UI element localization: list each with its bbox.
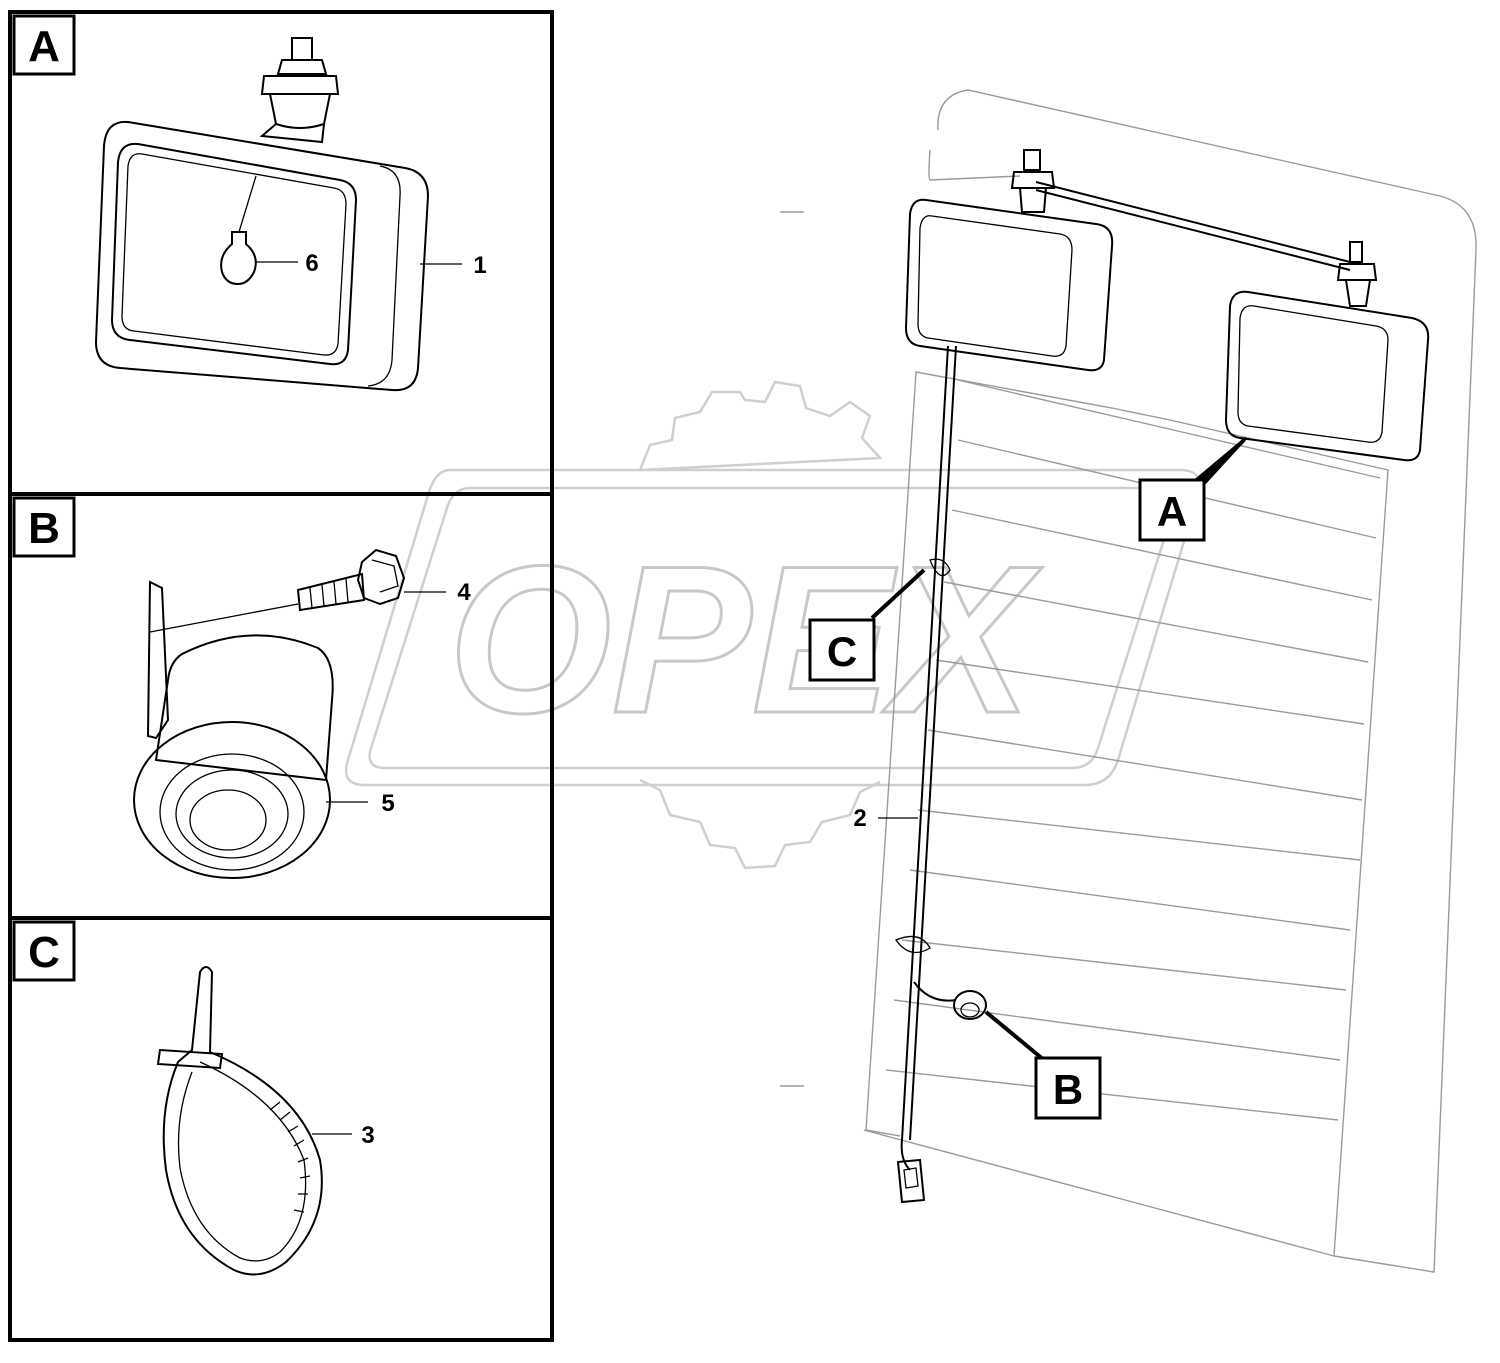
cab-beacon xyxy=(953,990,987,1020)
lamp-lens xyxy=(110,142,358,366)
panel-a: A xyxy=(8,10,554,496)
callout-a-box xyxy=(1138,478,1206,542)
panel-b-label: B xyxy=(28,504,60,553)
callout-a-label: A xyxy=(1157,488,1187,535)
part-number-4: 4 xyxy=(457,579,471,606)
panel-a-frame xyxy=(8,10,554,496)
watermark-gear xyxy=(638,380,883,870)
panel-c-label: C xyxy=(28,928,60,977)
wire-harness xyxy=(900,345,949,1171)
cab-assembly: 2 A C B xyxy=(780,89,1477,1273)
lamp-housing xyxy=(94,120,430,392)
callout-c-label: C xyxy=(827,628,857,675)
part-number-6: 6 xyxy=(305,250,318,277)
part-number-3: 3 xyxy=(361,1122,374,1149)
part-number-1: 1 xyxy=(473,252,486,279)
callout-b-label: B xyxy=(1053,1066,1083,1113)
part-number-5: 5 xyxy=(381,790,394,817)
part-number-2: 2 xyxy=(853,805,866,832)
panel-a-label-box xyxy=(12,14,76,76)
bulb-icon xyxy=(220,231,257,286)
panel-a-label: A xyxy=(28,22,60,71)
callout-b-box xyxy=(1034,1056,1102,1120)
beacon-lens xyxy=(133,721,331,879)
connector xyxy=(896,1158,926,1204)
panel-b-label-box xyxy=(12,496,76,558)
left-lamp xyxy=(904,198,1114,372)
panel-c-label-box xyxy=(12,920,76,982)
beacon-detail: 4 5 xyxy=(133,548,471,879)
cable-tie-icon xyxy=(162,966,323,1276)
watermark: OPEX xyxy=(344,380,1201,870)
work-lamp-detail: 6 1 xyxy=(94,37,487,392)
right-lamp xyxy=(1224,290,1430,462)
cable-tie-detail: 3 xyxy=(156,966,375,1276)
panel-b: B xyxy=(8,492,554,920)
beacon-body xyxy=(154,634,334,782)
panel-c-frame xyxy=(8,916,554,1342)
bolt-icon xyxy=(296,572,366,612)
cab-wall xyxy=(865,89,1477,1273)
panel-c: C xyxy=(8,916,554,1342)
callout-c-box xyxy=(808,618,876,682)
watermark-text: OPEX xyxy=(448,522,1042,757)
